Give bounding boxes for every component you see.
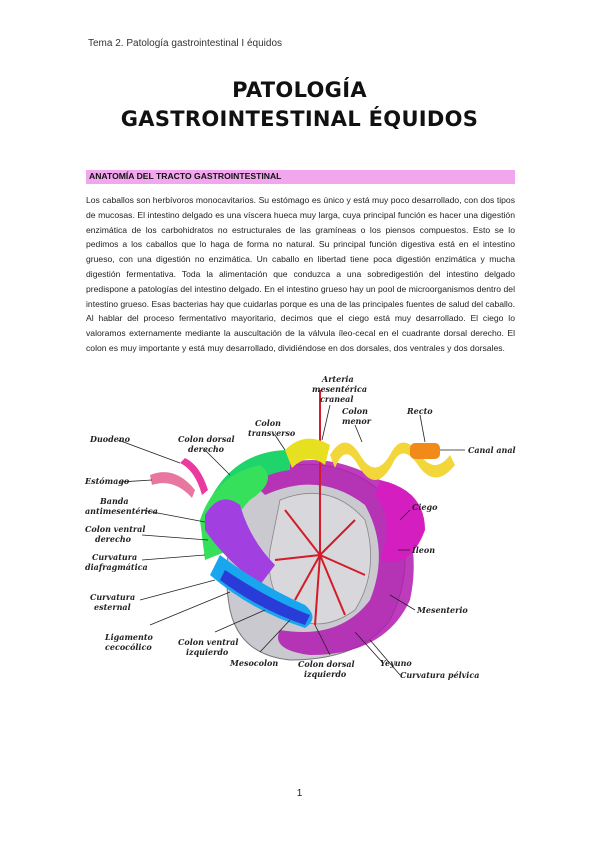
label-curvatura-est-1: Curvatura [90, 592, 135, 602]
ciego-shape [375, 480, 425, 562]
page-number: 1 [296, 788, 303, 799]
arterias [274, 390, 366, 626]
label-colon-menor-2: menor [342, 416, 372, 426]
label-arteria-1: Arteria [321, 374, 354, 384]
section-heading: ANATOMÍA DEL TRACTO GASTROINTESTINAL [89, 171, 282, 181]
label-banda-1: Banda [99, 496, 129, 506]
yeyuno-shape [250, 460, 414, 655]
label-colon-dorsal-izq-2: izquierdo [304, 669, 347, 679]
gi-tract-diagram: Arteria mesentérica craneal Colon menor … [84, 374, 516, 680]
title-line-1: PATOLOGÍA [232, 78, 367, 102]
label-canal-anal: Canal anal [468, 445, 516, 455]
colon-dorsal-izquierdo-shape [220, 570, 310, 625]
label-yeyuno: Yeyuno [380, 658, 412, 668]
recto-shape [410, 443, 440, 459]
label-duodeno: Duodeno [89, 434, 131, 444]
section-heading-bar: ANATOMÍA DEL TRACTO GASTROINTESTINAL [86, 170, 515, 184]
duodeno-shape [180, 458, 208, 495]
body-paragraph: Los caballos son herbívoros monocavitari… [86, 195, 516, 353]
label-colon-ventral-derecho-2: derecho [95, 534, 132, 544]
label-colon-dorsal-derecho-2: derecho [188, 444, 225, 454]
label-curvatura-diaf-1: Curvatura [92, 552, 137, 562]
running-header: Tema 2. Patología gastrointestinal I équ… [88, 38, 283, 49]
label-ciego: Ciego [412, 502, 438, 512]
label-curvatura-est-2: esternal [94, 602, 131, 612]
estomago-shape [150, 472, 195, 498]
label-colon-dorsal-izq-1: Colon dorsal [298, 659, 355, 669]
title-line-2: GASTROINTESTINAL ÉQUIDOS [120, 107, 479, 131]
label-colon-dorsal-derecho-1: Colon dorsal [178, 434, 235, 444]
colon-menor-shape [330, 442, 455, 480]
label-colon-ventral-derecho-1: Colon ventral [85, 524, 145, 534]
label-colon-menor-1: Colon [342, 406, 368, 416]
label-ligamento-1: Ligamento [104, 632, 154, 642]
label-ligamento-2: cecocólico [105, 642, 152, 652]
page-title: PATOLOGÍA GASTROINTESTINAL ÉQUIDOS [0, 76, 599, 134]
label-arteria-2: mesentérica [312, 384, 367, 394]
label-curvatura-diaf-2: diafragmática [85, 562, 148, 572]
label-mesocolon: Mesocolon [229, 658, 278, 668]
label-colon-ventral-izq-1: Colon ventral [178, 637, 238, 647]
label-banda-2: antimesentérica [85, 506, 158, 516]
label-colon-ventral-izq-2: izquierdo [186, 647, 229, 657]
colon-ventral-derecho-shape [205, 499, 275, 585]
label-estomago: Estómago [84, 476, 130, 486]
leader-lines [117, 404, 465, 676]
label-colon-transverso-1: Colon [255, 418, 281, 428]
label-arteria-3: craneal [320, 394, 353, 404]
label-curvatura-pelvica: Curvatura pélvica [400, 670, 479, 680]
label-recto: Recto [406, 406, 433, 416]
label-ileon: Íleon [411, 545, 435, 555]
label-colon-transverso-2: transverso [248, 428, 296, 438]
colon-transverso-shape [285, 438, 330, 468]
label-mesenterio: Mesenterio [416, 605, 468, 615]
